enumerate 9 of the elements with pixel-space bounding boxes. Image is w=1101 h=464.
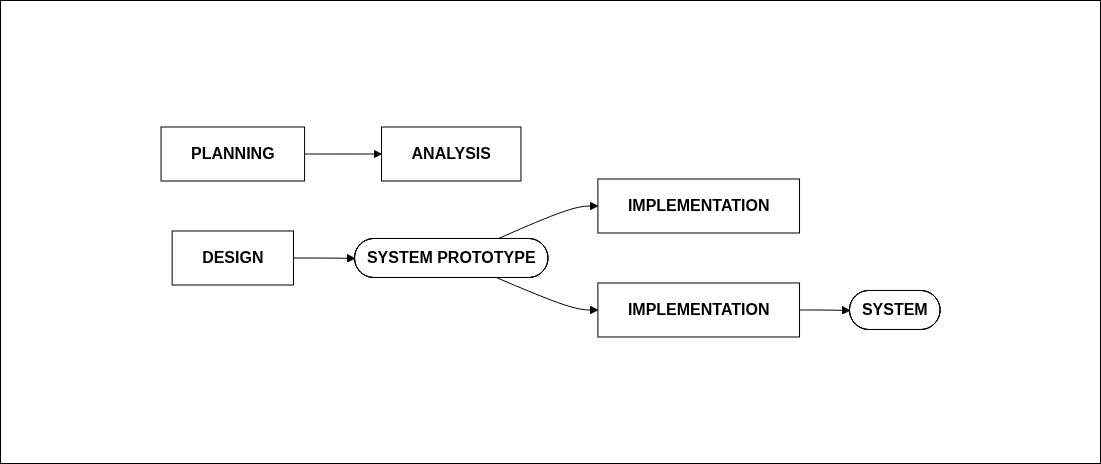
node-box: DESIGN — [171, 230, 294, 286]
node-box: ANALYSIS — [381, 126, 522, 182]
arrow — [304, 149, 382, 159]
node-box: PLANNING — [160, 126, 306, 182]
arrow — [496, 277, 599, 315]
node-box: IMPLEMENTATION — [597, 282, 800, 338]
node-box: IMPLEMENTATION — [597, 178, 800, 234]
arrow — [292, 253, 356, 263]
arrow — [799, 305, 851, 315]
